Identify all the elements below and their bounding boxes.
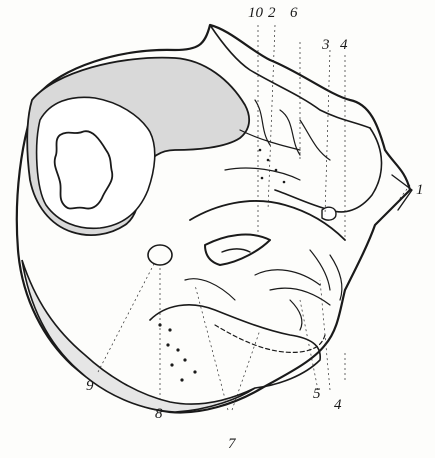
label-5: 5 — [313, 386, 321, 402]
mouth-dashed — [215, 325, 325, 352]
small-opening — [148, 245, 172, 265]
central-slit — [205, 235, 270, 265]
right-lobe — [275, 128, 382, 212]
central-slit-inner — [222, 249, 250, 252]
label-10: 10 — [248, 5, 264, 21]
label-3: 3 — [321, 37, 330, 53]
small-hole-right — [322, 207, 336, 220]
mouth-region — [150, 305, 320, 388]
label-2: 2 — [268, 5, 276, 21]
label-6: 6 — [290, 5, 298, 21]
label-4-top: 4 — [340, 37, 348, 53]
lower-lip-band — [22, 260, 255, 412]
label-4-bottom: 4 — [334, 397, 342, 413]
label-7: 7 — [228, 436, 237, 452]
label-9: 9 — [86, 378, 94, 394]
label-8: 8 — [155, 406, 163, 422]
label-1: 1 — [416, 182, 424, 198]
